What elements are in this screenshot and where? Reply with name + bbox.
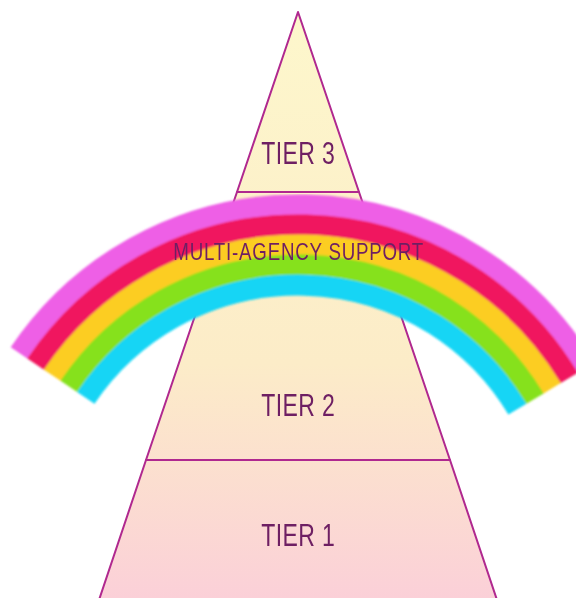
tier-outline [237, 12, 359, 192]
rainbow-band-outline [0, 180, 576, 380]
band-label: MULTI-AGENCY SUPPORT [173, 238, 424, 266]
rainbow-band: MULTI-AGENCY SUPPORT [0, 180, 576, 380]
tier-triangle: TIER 3 [235, 10, 361, 194]
tier-label: TIER 2 [261, 387, 335, 424]
tier-band: TIER 1 [97, 458, 499, 598]
tier-outline [99, 460, 497, 598]
tier-label: TIER 3 [261, 135, 335, 172]
tier-label: TIER 1 [261, 517, 335, 554]
tier-outline [146, 192, 450, 460]
